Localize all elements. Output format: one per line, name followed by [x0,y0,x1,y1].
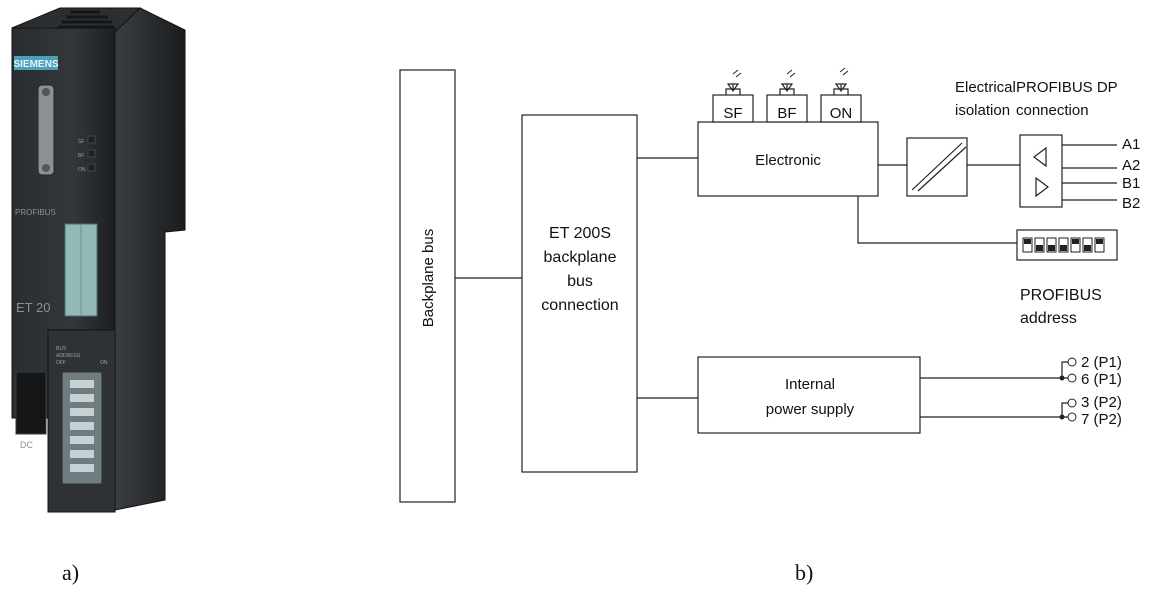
address-label-line1: PROFIBUS [1020,287,1102,304]
svg-text:SF: SF [723,105,742,122]
bus-connection-line4: connection [541,297,618,314]
bus-connection-line1: ET 200S [549,225,611,242]
caption-b: b) [795,560,814,585]
dp-connector-box [1019,134,1063,208]
svg-text:BF: BF [777,105,796,122]
led-sf-label: SF [78,139,84,145]
pin-2-p1: 2 (P1) [1081,354,1122,371]
led-on-label: ON [78,167,86,173]
pin-b2: B2 [1122,195,1140,212]
brand-label: SIEMENS [13,59,58,70]
bus-connection-box [521,114,638,473]
dip-address-label: ADDRESS [56,353,81,359]
status-led-group [87,135,96,172]
backplane-bus-box [399,69,456,503]
power-supply-line1: Internal [785,376,835,393]
dip-on-label: ON [100,360,108,366]
power-terminals [920,357,1077,422]
pin-a1: A1 [1122,136,1140,153]
isolation-label-line1: Electrical [955,79,1016,96]
svg-text:ON: ON [830,105,853,122]
dip-off-label: OFF [56,360,66,366]
led-sf: SF [712,83,754,123]
electronic-box [697,121,879,197]
electronic-label: Electronic [755,152,821,169]
led-on: ON [820,83,862,123]
power-supply-line2: power supply [766,401,855,418]
dip-switches [70,380,94,472]
dc-label: DC [20,440,33,450]
block-diagram: Backplane bus ET 200S backplane bus conn… [399,67,1140,503]
pin-a2: A2 [1122,157,1140,174]
dip-bus-label: BUS [56,346,67,352]
device-side [114,7,186,511]
backplane-bus-label: Backplane bus [420,229,437,327]
bus-connection-line2: backplane [544,249,617,266]
address-dip-switches [1022,237,1105,253]
led-bf: BF [766,83,808,123]
pin-6-p1: 6 (P1) [1081,371,1122,388]
vent-slots [58,10,114,29]
brand-plate [14,56,58,70]
pin-7-p2: 7 (P2) [1081,411,1122,428]
led-light-arrows [732,67,849,78]
pin-b1: B1 [1122,175,1140,192]
power-supply-box [697,356,921,434]
caption-a: a) [62,560,80,585]
address-label-line2: address [1020,310,1077,327]
device-illustration: SIEMENS SF BF ON PROFIBUS ET 20 DC BUS A… [11,7,186,513]
pin-3-p2: 3 (P2) [1081,394,1122,411]
dp-label-line2: connection [1016,102,1089,119]
dsub-connector [37,84,55,176]
module-label: ET 20 [16,300,50,315]
led-bf-label: BF [78,153,84,159]
isolation-label-line2: isolation [955,102,1010,119]
power-terminal [15,371,47,435]
dp-label-line1: PROFIBUS DP [1016,79,1118,96]
profibus-label: PROFIBUS [15,208,56,217]
bus-connection-line3: bus [567,273,593,290]
